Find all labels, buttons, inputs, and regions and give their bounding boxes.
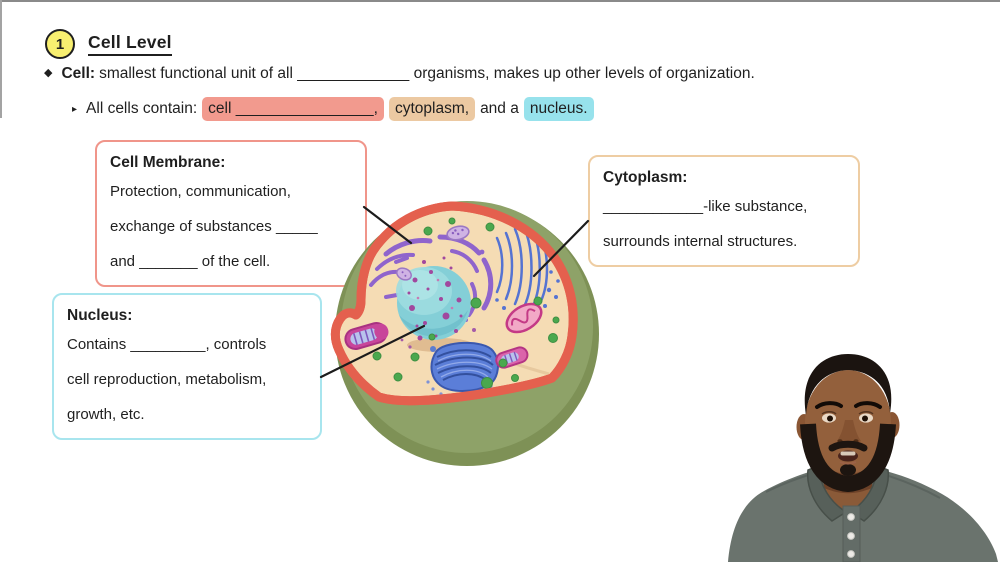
callout-line: cell reproduction, metabolism, xyxy=(67,371,267,388)
endoplasmic-reticulum xyxy=(369,234,494,317)
shirt-buttons xyxy=(847,513,855,558)
diamond-bullet-icon: ◆ xyxy=(44,67,53,79)
mitochondrion xyxy=(505,302,543,334)
section-header: 1 Cell Level xyxy=(45,29,172,59)
callout-line: ____________-like substance, xyxy=(603,198,808,215)
organelles xyxy=(344,217,560,400)
callout-line: and _______ of the cell. xyxy=(110,253,271,270)
golgi-apparatus xyxy=(495,225,549,309)
beard xyxy=(800,423,896,493)
highlight-cell-membrane-blank: cell ________________, xyxy=(202,97,384,121)
callout-cytoplasm: Cytoplasm: ____________-like substance, … xyxy=(588,155,860,267)
callout-line: surrounds internal structures. xyxy=(603,233,798,250)
highlight-cytoplasm: cytoplasm, xyxy=(388,97,476,121)
contains-conjunction: and a xyxy=(480,100,519,117)
small-organelle-left xyxy=(396,267,412,281)
small-organelle-top xyxy=(446,225,470,241)
page-title: Cell Level xyxy=(88,32,172,56)
cell-illustration xyxy=(330,201,599,466)
triangle-bullet-icon: ▸ xyxy=(72,103,78,115)
nucleus-organelle xyxy=(396,256,471,341)
contains-prefix: All cells contain: xyxy=(86,100,198,117)
mustache xyxy=(828,440,868,452)
leader-line-cytoplasm xyxy=(532,219,590,278)
eyes xyxy=(821,411,874,423)
leader-line-nucleus xyxy=(319,324,426,379)
golgi-vesicles xyxy=(495,270,560,310)
callout-title: Cytoplasm: xyxy=(603,169,688,186)
instructor-video xyxy=(728,354,998,562)
callout-line: Protection, communication, xyxy=(110,183,291,200)
frame-left-edge xyxy=(0,0,2,118)
section-number-badge: 1 xyxy=(45,29,75,59)
eyebrows xyxy=(815,401,882,409)
callout-title: Cell Membrane: xyxy=(110,154,226,171)
highlight-nucleus: nucleus. xyxy=(523,97,594,121)
folded-golgi-stack xyxy=(426,341,499,400)
callout-title: Nucleus: xyxy=(67,307,133,324)
callout-line: growth, etc. xyxy=(67,406,145,423)
contains-line: ▸ All cells contain: cell ______________… xyxy=(72,97,594,121)
leader-line-membrane xyxy=(362,205,413,245)
callout-cell-membrane: Cell Membrane: Protection, communication… xyxy=(95,140,367,287)
striped-organelle-right xyxy=(495,346,529,369)
callout-line: Contains _________, controls xyxy=(67,336,267,353)
definition-line: ◆ Cell:smallest functional unit of all __… xyxy=(44,65,755,83)
callout-line: exchange of substances _____ xyxy=(110,218,318,235)
striped-organelle-left xyxy=(344,321,389,351)
definition-text: smallest functional unit of all ________… xyxy=(99,65,755,82)
callout-nucleus: Nucleus: Contains _________, controls ce… xyxy=(52,293,322,440)
definition-term: Cell: xyxy=(61,65,96,82)
frame-top-edge xyxy=(0,0,1000,2)
green-vesicles xyxy=(372,217,560,389)
